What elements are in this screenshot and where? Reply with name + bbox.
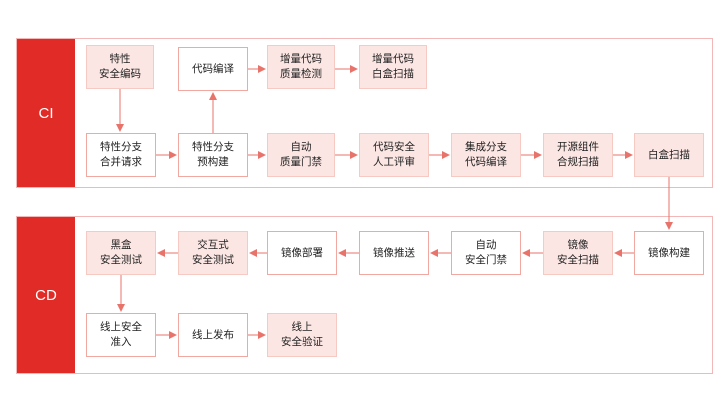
node-incremental-whitebox: 增量代码 白盒扫描 xyxy=(359,45,427,89)
node-online-release: 线上发布 xyxy=(178,313,248,357)
ci-label: CI xyxy=(17,39,75,187)
node-manual-review: 代码安全 人工评审 xyxy=(359,133,429,177)
node-online-admission: 线上安全 准入 xyxy=(86,313,156,357)
node-oss-compliance: 开源组件 合规扫描 xyxy=(543,133,613,177)
node-image-scan: 镜像 安全扫描 xyxy=(543,231,613,275)
node-image-build: 镜像构建 xyxy=(634,231,704,275)
node-auto-quality-gate: 自动 质量门禁 xyxy=(267,133,335,177)
node-secure-coding: 特性 安全编码 xyxy=(86,45,154,89)
cd-label: CD xyxy=(17,217,75,373)
node-auto-security-gate: 自动 安全门禁 xyxy=(451,231,521,275)
node-prebuild: 特性分支 预构建 xyxy=(178,133,248,177)
node-image-push: 镜像推送 xyxy=(359,231,429,275)
node-image-deploy: 镜像部署 xyxy=(267,231,337,275)
node-whitebox-scan: 白盒扫描 xyxy=(634,133,704,177)
node-blackbox-test: 黑盒 安全测试 xyxy=(86,231,156,275)
node-incremental-quality: 增量代码 质量检测 xyxy=(267,45,335,89)
node-online-verification: 线上 安全验证 xyxy=(267,313,337,357)
node-interactive-test: 交互式 安全测试 xyxy=(178,231,248,275)
node-merge-request: 特性分支 合并请求 xyxy=(86,133,156,177)
node-integration-compile: 集成分支 代码编译 xyxy=(451,133,521,177)
node-code-writing: 代码编译 xyxy=(178,47,248,91)
